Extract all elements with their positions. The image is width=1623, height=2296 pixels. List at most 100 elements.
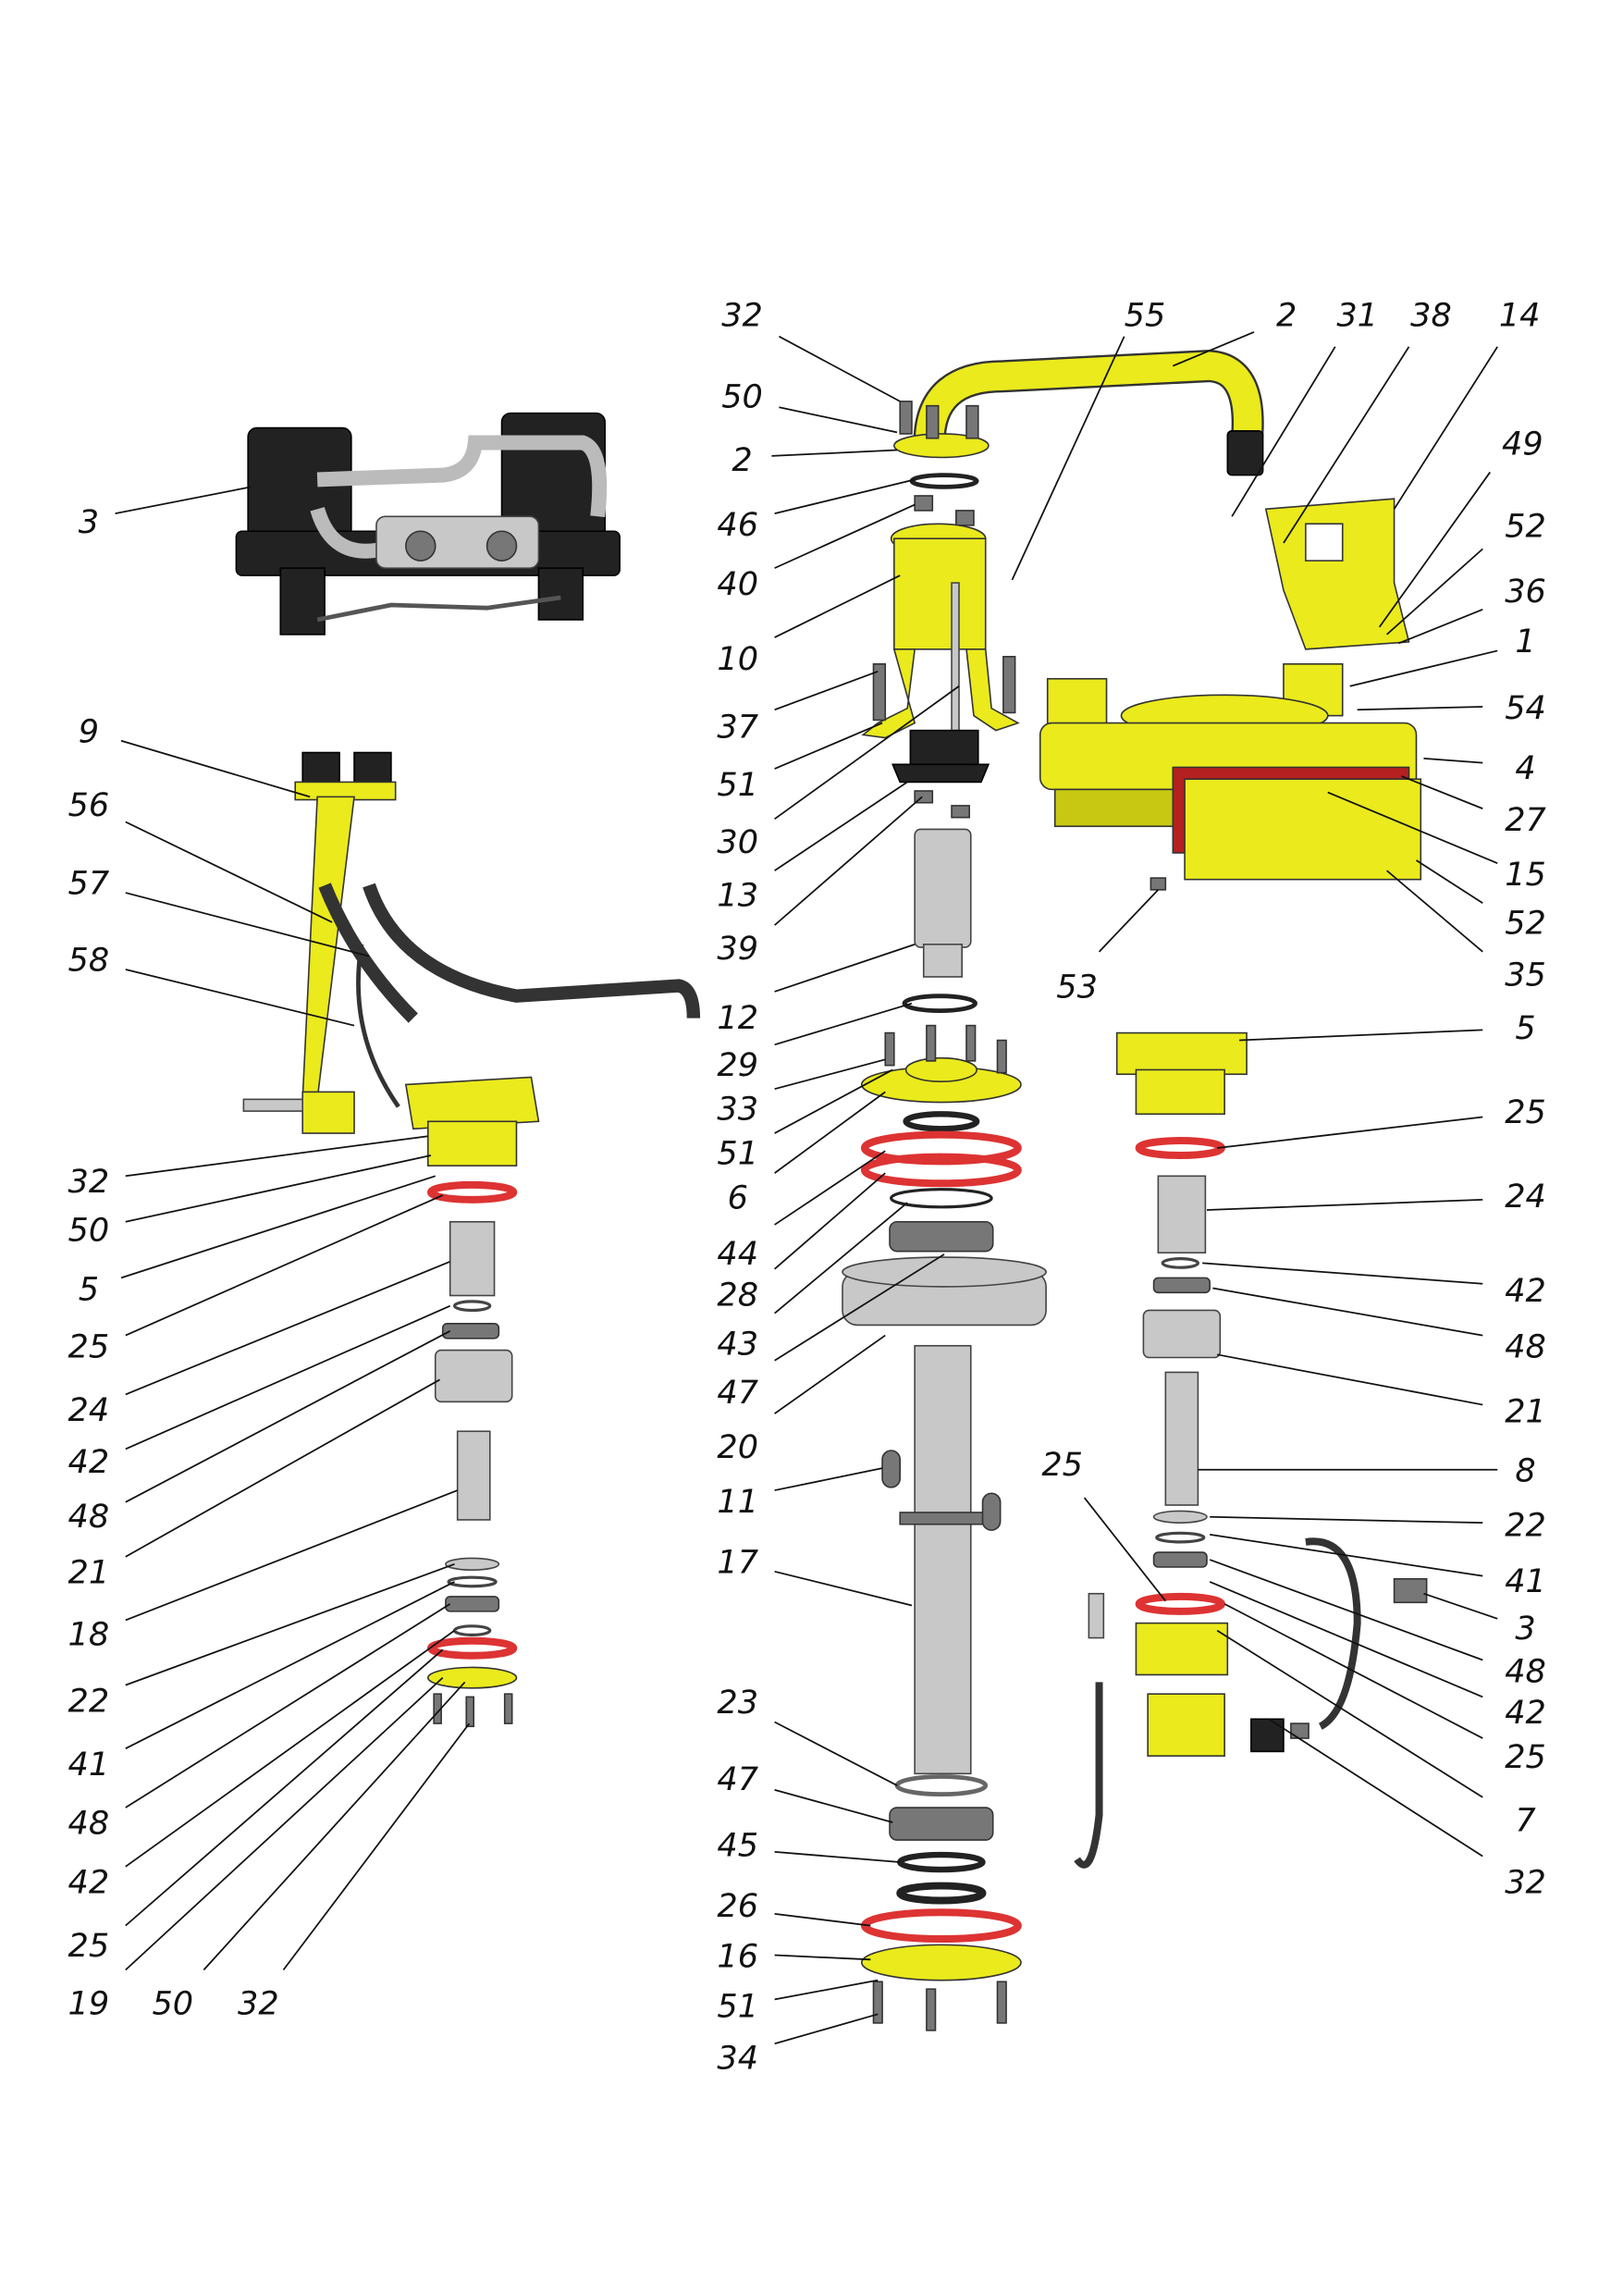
leader-line (1210, 1515, 1483, 1524)
callout-right-1: 2 (1172, 297, 1297, 367)
part-number-label: 42 (68, 1864, 110, 1902)
leader-line (774, 1954, 871, 1961)
part-number-label: 28 (717, 1277, 758, 1315)
callout-left-18: 25 (68, 1648, 444, 1965)
callout-left-16: 48 (68, 1603, 451, 1843)
callout-middle-24: 47 (717, 1760, 893, 1823)
part-number-label: 50 (152, 1984, 193, 2022)
callout-right-28: 25 (1223, 1603, 1546, 1776)
part-number-label: 49 (1502, 425, 1543, 463)
gearbox-housing-assembly (1039, 498, 1428, 1869)
callout-right-31: 25 (1041, 1446, 1167, 1602)
callout-middle-8: 30 (717, 685, 960, 861)
leader-line (125, 1581, 455, 1749)
callout-right-29: 7 (1216, 1629, 1536, 1840)
part-number-label: 30 (717, 823, 758, 861)
main-shaft-assembly (842, 350, 1264, 2031)
callout-left-9: 24 (68, 1261, 451, 1429)
part-number-label: 51 (717, 766, 758, 804)
leader-line (1416, 859, 1483, 904)
part-number-label: 39 (717, 930, 758, 968)
callout-left-1: 9 (79, 712, 311, 798)
callout-middle-7: 51 (717, 722, 883, 804)
part-number-label: 2 (1276, 297, 1297, 335)
part-number-label: 3 (1515, 1610, 1535, 1648)
callout-middle-15: 6 (728, 1091, 886, 1216)
part-number-label: 48 (68, 1498, 110, 1536)
part-number-label: 43 (717, 1325, 758, 1363)
leader-line (774, 1002, 913, 1046)
callout-middle-28: 51 (717, 1979, 879, 2026)
part-number-label: 15 (1505, 856, 1546, 894)
leader-line (774, 944, 916, 993)
leader-line (774, 1850, 901, 1863)
part-number-label: 21 (68, 1554, 110, 1592)
part-number-label: 2 (732, 441, 752, 479)
leader-line (774, 670, 879, 711)
leader-line (774, 1912, 871, 1927)
callout-right-3: 38 (1283, 297, 1452, 544)
callout-left-0: 3 (79, 486, 252, 541)
leader-line (125, 1489, 458, 1622)
part-number-label: 32 (68, 1163, 110, 1201)
leader-line (774, 1721, 898, 1786)
leader-line (203, 1681, 466, 1971)
callout-middle-16: 44 (717, 1150, 886, 1273)
callout-middle-6: 37 (717, 670, 879, 747)
part-number-label: 52 (1505, 905, 1546, 943)
leader-line (1216, 1629, 1483, 1798)
leader-line (774, 1789, 893, 1823)
callout-right-20: 48 (1212, 1287, 1546, 1366)
leader-line (1327, 791, 1498, 864)
callout-left-19: 19 (68, 1677, 444, 2022)
part-number-label: 3 (79, 503, 99, 541)
leader-line (1386, 870, 1483, 953)
leader-line (125, 1154, 432, 1223)
part-number-label: 29 (717, 1046, 758, 1084)
callout-middle-25: 45 (717, 1827, 901, 1865)
part-number-label: 22 (1505, 1507, 1546, 1545)
leader-line (1011, 336, 1125, 581)
callout-right-4: 14 (1393, 297, 1540, 510)
callout-right-17: 25 (1217, 1093, 1546, 1149)
leader-line (1223, 1603, 1483, 1739)
leader-line (125, 1562, 455, 1686)
leader-line (1209, 1559, 1483, 1661)
callout-middle-21: 11 (717, 1467, 883, 1521)
leader-line (774, 503, 916, 569)
part-number-label: 6 (728, 1179, 748, 1216)
leader-line (779, 406, 898, 434)
callout-middle-18: 43 (717, 1202, 908, 1363)
part-number-label: 35 (1505, 957, 1546, 994)
callout-left-14: 22 (68, 1562, 455, 1720)
part-number-label: 46 (717, 506, 758, 544)
leader-line (774, 722, 883, 770)
callout-right-21: 21 (1216, 1353, 1546, 1431)
callout-middle-5: 10 (717, 574, 901, 678)
leader-line (120, 1175, 436, 1279)
callout-middle-14: 51 (717, 1068, 893, 1173)
part-number-label: 34 (717, 2039, 758, 2077)
part-number-label: 41 (1505, 1562, 1546, 1600)
callout-right-14: 35 (1386, 870, 1546, 994)
leader-line (1217, 1116, 1483, 1149)
callout-left-11: 48 (68, 1330, 451, 1536)
leader-line (1202, 1262, 1483, 1285)
leader-line (1083, 1497, 1167, 1602)
part-number-label: 25 (1505, 1738, 1546, 1776)
part-number-label: 44 (717, 1235, 758, 1273)
leader-line (774, 1253, 945, 1362)
callout-right-6: 52 (1386, 508, 1546, 636)
callout-right-5: 49 (1378, 425, 1543, 628)
part-number-label: 24 (1505, 1178, 1546, 1216)
leader-line (1239, 1029, 1483, 1042)
leader-line (115, 486, 252, 514)
leader-line (774, 478, 916, 514)
leader-line (1206, 1198, 1483, 1211)
part-number-label: 10 (717, 640, 758, 678)
leader-line (125, 821, 333, 923)
leader-line (1172, 331, 1255, 367)
part-number-label: 42 (1505, 1694, 1546, 1732)
